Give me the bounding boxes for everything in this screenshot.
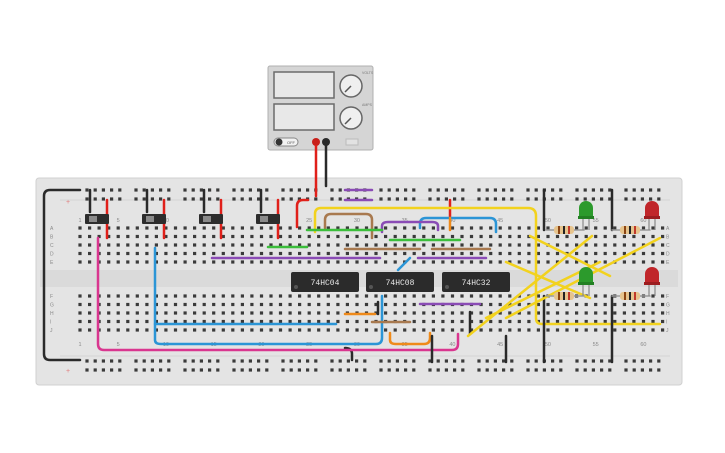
chip-74hc08[interactable]: 74HC08 bbox=[366, 272, 434, 292]
leds[interactable] bbox=[578, 201, 660, 296]
slide-switch-2[interactable] bbox=[142, 214, 166, 224]
wire-pink-loop bbox=[96, 236, 460, 352]
row-label-b: B bbox=[666, 235, 670, 241]
row-label-g: G bbox=[666, 303, 670, 309]
row-label-e: E bbox=[666, 260, 670, 266]
column-number-55: 55 bbox=[593, 342, 599, 348]
column-number-45: 45 bbox=[497, 218, 503, 224]
slide-switch-1[interactable] bbox=[85, 214, 109, 224]
chip-74hc04-label: 74HC04 bbox=[311, 279, 340, 288]
power-switch-label: OFF bbox=[287, 140, 296, 145]
slide-switch-3[interactable] bbox=[199, 214, 223, 224]
row-label-i: I bbox=[666, 320, 667, 326]
chip-74hc32[interactable]: 74HC32 bbox=[442, 272, 510, 292]
resistor-4[interactable] bbox=[611, 292, 651, 300]
row-label-j: J bbox=[50, 328, 53, 334]
chip-74hc04[interactable]: 74HC04 bbox=[291, 272, 359, 292]
wires[interactable] bbox=[42, 144, 662, 364]
resistors[interactable] bbox=[545, 226, 651, 300]
current-knob-label: AMPS bbox=[362, 103, 373, 107]
wire-brown-top bbox=[323, 212, 374, 240]
wire-orange-2 bbox=[388, 331, 432, 346]
power-supply[interactable]: VOLTS AMPS OFF bbox=[267, 65, 374, 151]
wire-yellow-x1 bbox=[466, 234, 594, 338]
wire-yellow-x2 bbox=[504, 260, 592, 300]
current-display bbox=[273, 103, 335, 131]
led-green-1[interactable] bbox=[578, 201, 594, 230]
voltage-display bbox=[273, 71, 335, 99]
row-label-e: E bbox=[50, 260, 54, 266]
led-red-1[interactable] bbox=[644, 201, 660, 230]
column-number-60: 60 bbox=[640, 342, 646, 348]
chip-74hc08-label: 74HC08 bbox=[386, 279, 415, 288]
column-number-1: 1 bbox=[78, 218, 81, 224]
row-label-d: D bbox=[50, 252, 54, 258]
row-label-c: C bbox=[50, 243, 54, 249]
row-label-a: A bbox=[50, 226, 54, 232]
column-number-45: 45 bbox=[497, 342, 503, 348]
negative-terminal[interactable] bbox=[322, 138, 330, 146]
resistor-2[interactable] bbox=[611, 226, 651, 234]
row-label-g: G bbox=[50, 303, 54, 309]
column-number-55: 55 bbox=[593, 218, 599, 224]
row-label-h: H bbox=[666, 311, 670, 317]
rail-plus-top: + bbox=[66, 199, 70, 206]
row-label-d: D bbox=[666, 252, 670, 258]
row-label-b: B bbox=[50, 235, 54, 241]
wire-red-rail bbox=[295, 198, 310, 229]
column-number-60: 60 bbox=[640, 218, 646, 224]
rail-plus-bottom: + bbox=[66, 368, 70, 375]
row-label-f: F bbox=[50, 294, 53, 300]
row-label-j: J bbox=[666, 328, 669, 334]
row-label-c: C bbox=[666, 243, 670, 249]
row-label-h: H bbox=[50, 311, 54, 317]
voltage-knob-label: VOLTS bbox=[362, 71, 374, 75]
wire-yellow-top bbox=[313, 206, 662, 326]
led-red-2[interactable] bbox=[644, 267, 660, 296]
wire-black-ground-left bbox=[42, 188, 82, 362]
wire-purple-mid bbox=[380, 220, 440, 234]
resistor-1[interactable] bbox=[545, 226, 585, 234]
column-number-30: 30 bbox=[354, 218, 360, 224]
column-number-50: 50 bbox=[545, 218, 551, 224]
column-number-5: 5 bbox=[117, 342, 120, 348]
column-number-1: 1 bbox=[78, 342, 81, 348]
row-label-i: I bbox=[50, 320, 51, 326]
ic-chips[interactable]: 74HC04 74HC08 74HC32 bbox=[291, 272, 510, 292]
wire-blue-loop-1 bbox=[153, 246, 384, 346]
chip-74hc32-label: 74HC32 bbox=[462, 279, 491, 288]
column-number-40: 40 bbox=[449, 342, 455, 348]
column-number-25: 25 bbox=[306, 218, 312, 224]
led-green-2[interactable] bbox=[578, 267, 594, 296]
slide-switches[interactable] bbox=[85, 214, 280, 224]
positive-terminal[interactable] bbox=[312, 138, 320, 146]
wire-yellow-x4 bbox=[528, 234, 612, 278]
column-number-40: 40 bbox=[449, 218, 455, 224]
resistor-3[interactable] bbox=[545, 292, 585, 300]
row-label-a: A bbox=[666, 226, 670, 232]
column-number-50: 50 bbox=[545, 342, 551, 348]
wire-blue-diag bbox=[396, 256, 412, 272]
column-number-5: 5 bbox=[117, 218, 120, 224]
slide-switch-4[interactable] bbox=[256, 214, 280, 224]
row-label-f: F bbox=[666, 294, 669, 300]
